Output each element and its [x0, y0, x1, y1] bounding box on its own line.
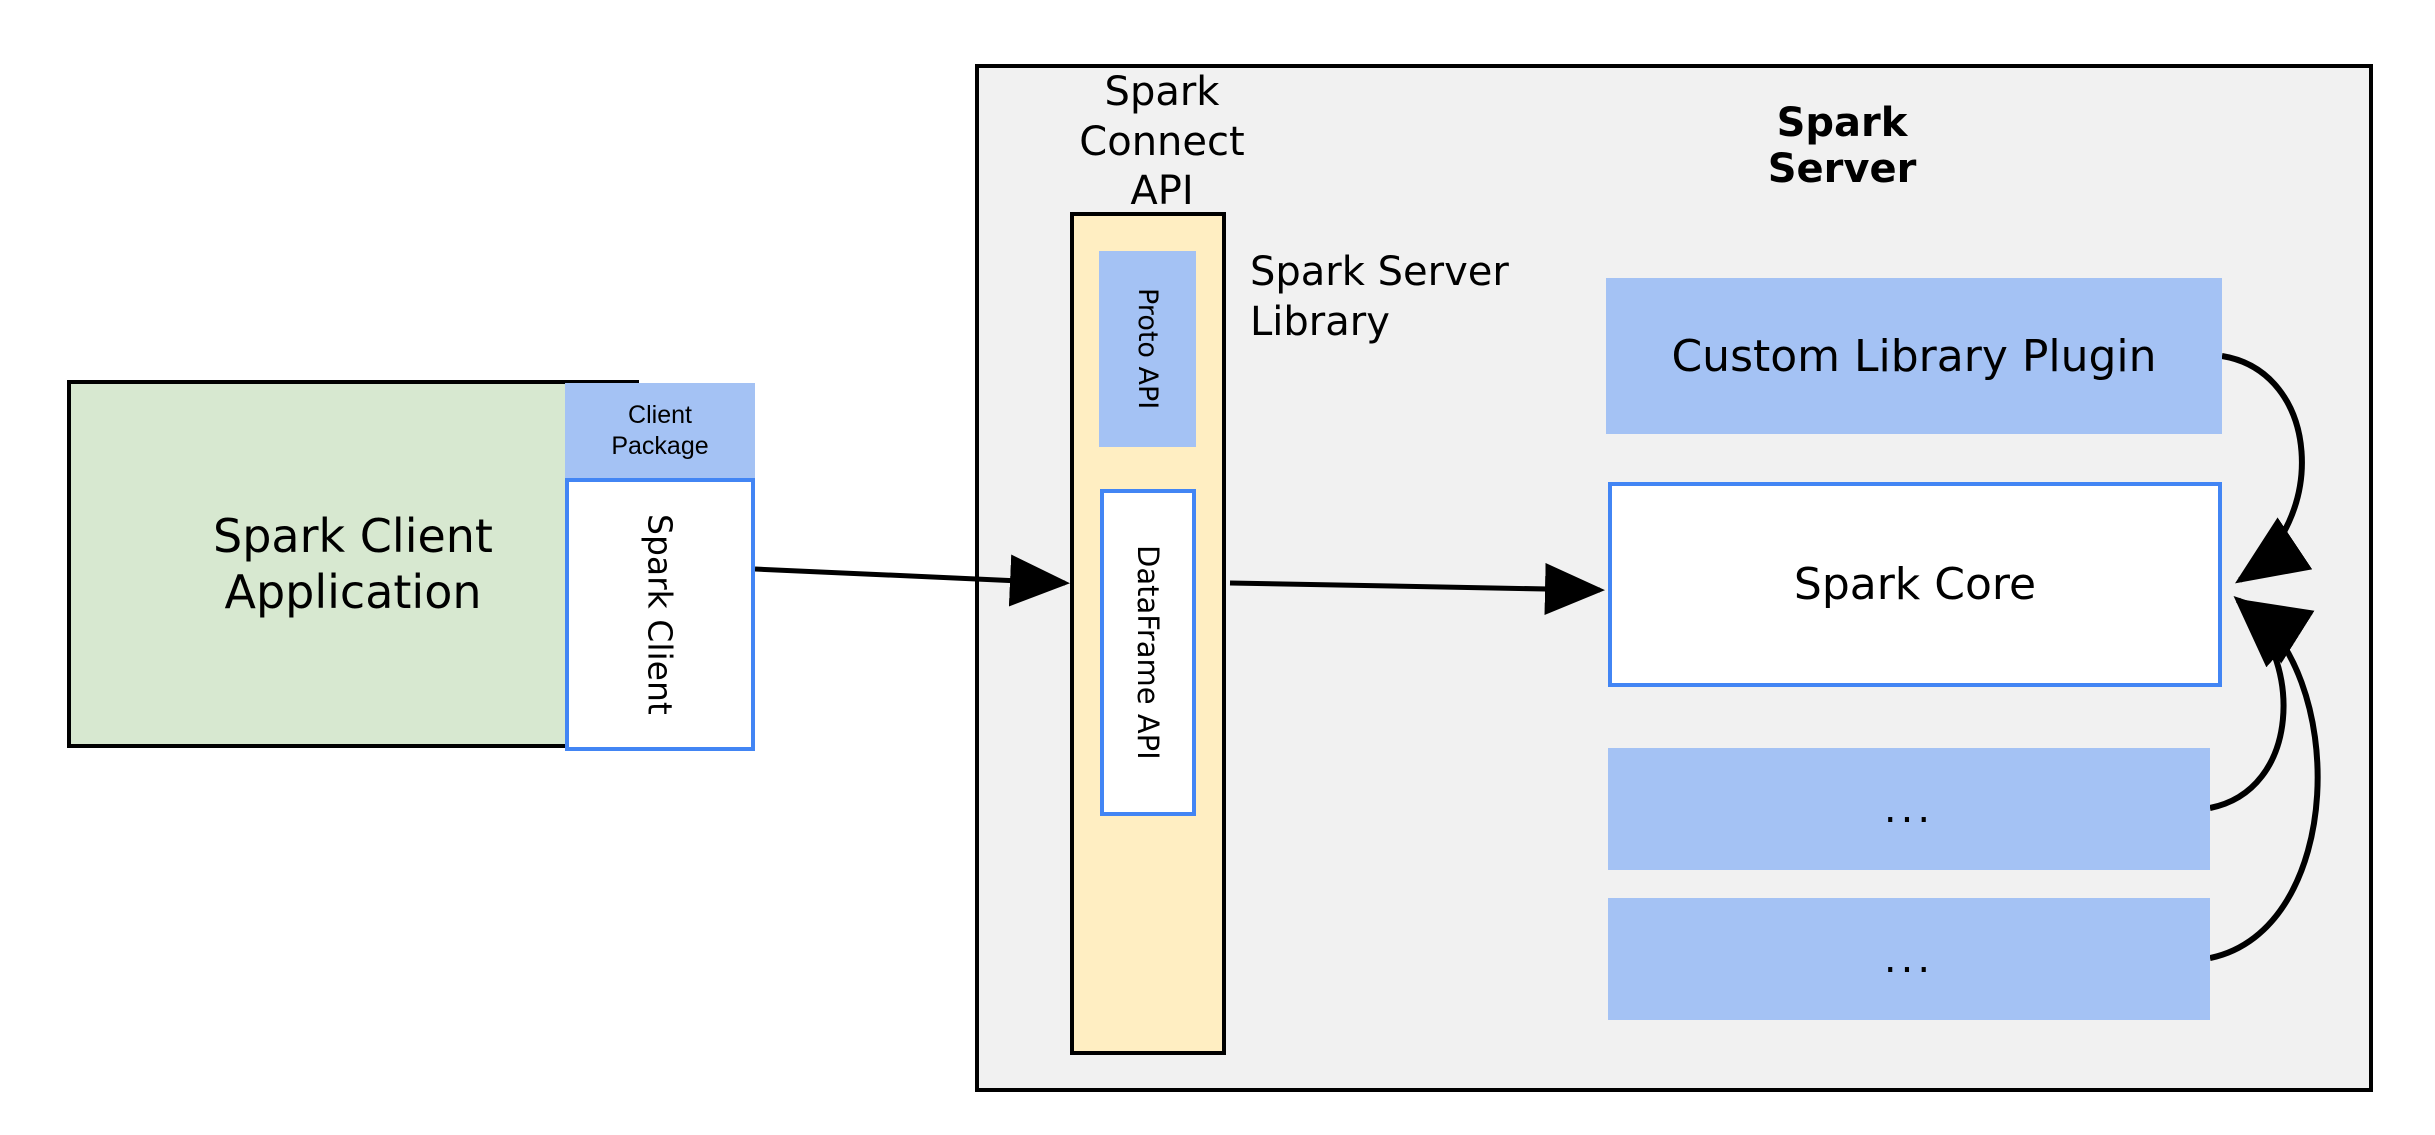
custom-library-plugin-box: Custom Library Plugin [1606, 278, 2222, 434]
spark-core-box: Spark Core [1608, 482, 2222, 687]
spark-client-label: Spark Client [640, 514, 680, 715]
spark-core-label: Spark Core [1793, 559, 2037, 610]
spark-client-application-label: Spark Client Application [213, 508, 493, 619]
spark-connect-api-column [1070, 212, 1226, 1055]
dataframe-api-box: DataFrame API [1100, 489, 1196, 816]
proto-api-label: Proto API [1132, 288, 1163, 410]
placeholder-component-label-1: ... [1883, 786, 1935, 832]
spark-client-application-box: Spark Client Application [67, 380, 639, 748]
spark-server-library-label: Spark Server Library [1250, 248, 1550, 347]
placeholder-component-box-2: ... [1608, 898, 2210, 1020]
custom-library-plugin-label: Custom Library Plugin [1671, 330, 2157, 382]
client-package-box: Client Package [565, 383, 755, 478]
dataframe-api-label: DataFrame API [1131, 545, 1165, 760]
spark-server-title-text: Spark Server [1767, 100, 1917, 192]
placeholder-component-box-1: ... [1608, 748, 2210, 870]
spark-client-box: Spark Client [565, 478, 755, 751]
spark-connect-api-text: Spark Connect API [1079, 69, 1245, 215]
spark-connect-api-label: Spark Connect API [1022, 68, 1302, 217]
spark-server-library-text: Spark Server Library [1250, 249, 1509, 345]
spark-server-title: Spark Server [1712, 100, 1972, 192]
client-package-label: Client Package [611, 401, 709, 460]
proto-api-box: Proto API [1099, 251, 1196, 447]
placeholder-component-label-2: ... [1883, 936, 1935, 982]
